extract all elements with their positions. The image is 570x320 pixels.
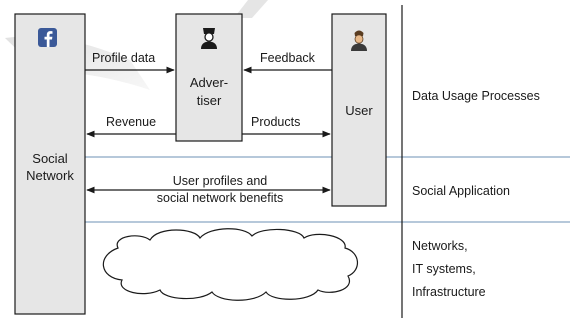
- feedback-label: Feedback: [260, 51, 315, 65]
- products-label: Products: [251, 115, 301, 129]
- profile-data-label: Profile data: [92, 51, 156, 65]
- layer-label-data-usage: Data Usage Processes: [412, 89, 540, 103]
- social-network-label: Social Network: [26, 151, 74, 183]
- user-label: User: [345, 103, 373, 118]
- facebook-logo-icon: [38, 28, 57, 47]
- advertiser-box: [175, 13, 243, 142]
- layer-label-infrastructure: Networks, IT systems, Infrastructure: [412, 239, 486, 299]
- layer-label-social-application: Social Application: [412, 184, 510, 198]
- advertiser-label: Adver- tiser: [189, 75, 229, 108]
- social-network-box: [14, 13, 86, 315]
- advertiser-person-icon: [201, 28, 217, 49]
- infrastructure-cloud: [102, 228, 358, 301]
- user-person-icon: [351, 30, 367, 51]
- revenue-label: Revenue: [106, 115, 157, 129]
- user-profiles-label: User profiles and social network benefit…: [156, 174, 284, 205]
